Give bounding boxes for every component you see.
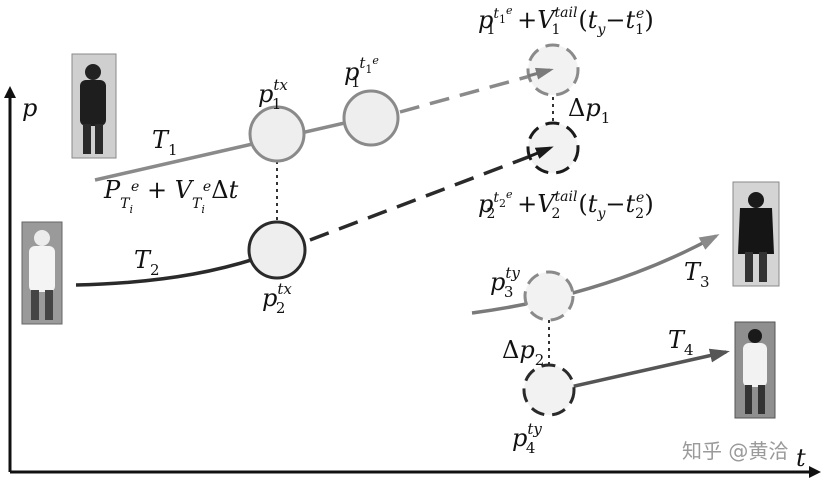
track-t1-prediction	[399, 68, 553, 114]
track-t3-curve	[471, 234, 720, 315]
track-label-t4: T4	[668, 326, 694, 359]
node-pred-2	[526, 121, 580, 175]
person-thumbnail-t4	[734, 321, 776, 419]
node-p3-ty	[523, 270, 575, 322]
node-p2-tx	[247, 220, 307, 280]
track-t2-prediction	[309, 146, 553, 242]
person-thumbnail-t2	[21, 221, 63, 325]
arrow-into-pred-2	[527, 146, 554, 159]
node-pred-1	[526, 43, 580, 97]
label-delta-p2: Δp2	[502, 336, 544, 369]
track-t4-line	[547, 348, 730, 394]
label-delta-p1: Δp1	[568, 94, 610, 127]
x-axis-label: t	[796, 444, 806, 472]
track-label-t3: T3	[684, 258, 710, 291]
node-p1-tx	[248, 105, 306, 163]
track-label-t2: T2	[134, 246, 160, 279]
arrow-into-pred-1	[527, 67, 554, 80]
node-p1-t1e	[342, 89, 400, 147]
node-p4-ty	[522, 363, 576, 417]
person-thumbnail-t1	[71, 53, 117, 159]
y-axis-label: p	[22, 94, 37, 122]
label-velocity-formula: PTie + VTieΔt	[103, 176, 239, 216]
person-thumbnail-t3	[732, 181, 780, 287]
track-t1-line	[94, 110, 388, 182]
track-label-t1: T1	[152, 126, 178, 159]
watermark: 知乎 @黄洽	[682, 439, 788, 463]
